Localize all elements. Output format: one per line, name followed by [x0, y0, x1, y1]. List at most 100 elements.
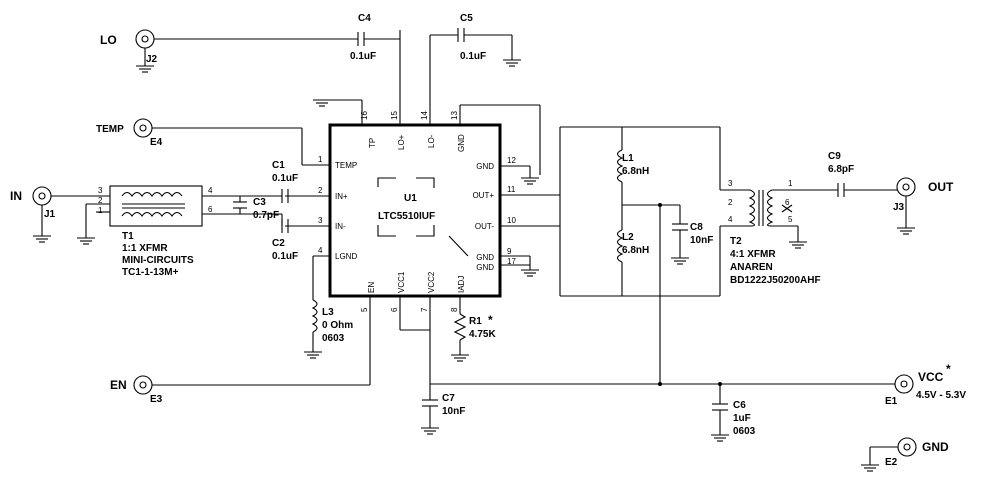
c3-value: 0.7pF: [253, 210, 279, 221]
c3-ref: C3: [253, 197, 266, 208]
lo-label: LO: [100, 33, 117, 47]
l2-ref: L2: [622, 232, 634, 243]
c7-ref: C7: [442, 393, 455, 404]
pin-num-9: 9: [507, 247, 512, 256]
pin-name-iadj: IADJ: [457, 276, 466, 293]
t2-desc: 4:1 XFMR: [730, 249, 776, 260]
c5-value: 0.1uF: [460, 51, 486, 62]
pin-num-1: 1: [318, 155, 323, 164]
pin-name-lo-plus: LO+: [397, 134, 406, 150]
c9-ref: C9: [828, 151, 841, 162]
t1-maker: MINI-CIRCUITS: [122, 255, 194, 266]
l3-pkg: 0603: [322, 333, 345, 344]
pin-num-8: 8: [450, 307, 459, 312]
en-section: EN E3: [110, 375, 370, 405]
pin-num-4: 4: [318, 246, 323, 255]
t1-desc: 1:1 XFMR: [122, 243, 168, 254]
temp-section: TEMP E4: [96, 118, 303, 165]
c2-value: 0.1uF: [272, 251, 298, 262]
pin-num-13: 13: [450, 111, 459, 120]
t1-ref: T1: [122, 231, 134, 242]
pin-name-tp: TP: [368, 138, 377, 148]
c1-ref: C1: [272, 160, 285, 171]
pin-name-lgnd: LGND: [335, 252, 357, 261]
l1-value: 6.8nH: [622, 166, 649, 177]
ic-outline-mark: [377, 177, 435, 237]
t1-pin-3: 3: [98, 186, 103, 195]
c6-pkg: 0603: [733, 426, 756, 437]
en-label: EN: [110, 378, 127, 392]
temp-ref: E4: [150, 137, 163, 148]
t2-maker: ANAREN: [730, 262, 773, 273]
pin-name-en: EN: [367, 282, 376, 293]
t2-pin-3: 3: [728, 179, 733, 188]
vcc-label: VCC: [918, 370, 944, 384]
out-label: OUT: [928, 180, 954, 194]
l3-ref: L3: [322, 307, 334, 318]
lo-section: LO J2 C4 0.1uF C5 0.1uF: [100, 13, 541, 175]
in-section: IN J1 3 2 1 4 6 T1 1:1 XFMR MINI-CIRCUIT…: [10, 160, 330, 278]
c7-value: 10nF: [442, 406, 465, 417]
r1-mark: *: [488, 313, 493, 327]
pin-num-2: 2: [318, 186, 323, 195]
pin-name-gnd-12: GND: [476, 162, 494, 171]
t2-pin-4: 4: [728, 215, 733, 224]
r1-value: 4.75K: [469, 329, 496, 340]
pin-num-16: 16: [360, 111, 369, 120]
t1-pin-2: 2: [98, 196, 103, 205]
t1-body: [109, 185, 203, 227]
pin-name-in-minus: IN-: [335, 222, 346, 231]
pin-name-vcc1: VCC1: [397, 271, 406, 293]
lo-ref: J2: [146, 54, 158, 65]
t2-part: BD1222J50200AHF: [730, 275, 821, 286]
output-network: L1 6.8nH L2 6.8nH C8 10nF 3 2 4 1 6 5 T2…: [559, 126, 954, 386]
t2-pin-2: 2: [728, 198, 733, 207]
vcc-section: C6 1uF 0603 VCC * E1 4.5V - 5.3V GND E2: [710, 362, 966, 472]
temp-label: TEMP: [96, 124, 124, 135]
pin-num-5: 5: [360, 307, 369, 312]
c8-value: 10nF: [690, 235, 713, 246]
t1-part: TC1-1-13M+: [122, 267, 179, 278]
pin-num-10: 10: [507, 216, 516, 225]
en-ref: E3: [150, 394, 163, 405]
ic-part: LTC5510IUF: [378, 211, 435, 222]
pin-name-in-plus: IN+: [335, 192, 348, 201]
r1-ref: R1: [469, 316, 482, 327]
t2-ref: T2: [730, 236, 742, 247]
vcc-range: 4.5V - 5.3V: [916, 390, 966, 401]
pin-name-temp: TEMP: [335, 161, 357, 170]
pin-num-6: 6: [390, 307, 399, 312]
l2-value: 6.8nH: [622, 245, 649, 256]
l3-value: 0 Ohm: [322, 320, 353, 331]
t1-pin-4: 4: [208, 186, 213, 195]
c5-ref: C5: [460, 13, 473, 24]
t1-pin-6: 6: [208, 205, 213, 214]
c9-value: 6.8pF: [828, 164, 854, 175]
c1-value: 0.1uF: [272, 173, 298, 184]
pin-name-lo-minus: LO-: [427, 134, 436, 148]
pin-num-11: 11: [507, 185, 516, 194]
t2-pin-6: 6: [785, 198, 790, 207]
vcc-pins: C7 10nF R1 4.75K *: [400, 313, 895, 435]
in-label: IN: [10, 189, 22, 203]
c6-ref: C6: [733, 400, 746, 411]
c4-ref: C4: [358, 13, 371, 24]
gnd-ref: E2: [885, 457, 898, 468]
ic-ref: U1: [404, 193, 417, 204]
pin-num-7: 7: [420, 307, 429, 312]
vcc-mark: *: [946, 362, 951, 376]
ic-u1: TEMP IN+ IN- LGND 1 2 3 4 TP LO+ LO- GND…: [285, 30, 560, 385]
vcc-ref: E1: [885, 396, 898, 407]
pin-num-12: 12: [507, 156, 516, 165]
t2-pin-1: 1: [788, 179, 793, 188]
t1-pin-1: 1: [98, 206, 103, 215]
pin-name-vcc2: VCC2: [427, 271, 436, 293]
pin-num-3: 3: [318, 216, 323, 225]
c4-value: 0.1uF: [350, 51, 376, 62]
pin-name-out-minus: OUT-: [475, 222, 494, 231]
ic-body: [328, 123, 502, 298]
pin-num-17: 17: [507, 257, 516, 266]
pin-name-gnd-13: GND: [457, 134, 466, 152]
pin-name-gnd-17: GND: [476, 263, 494, 272]
